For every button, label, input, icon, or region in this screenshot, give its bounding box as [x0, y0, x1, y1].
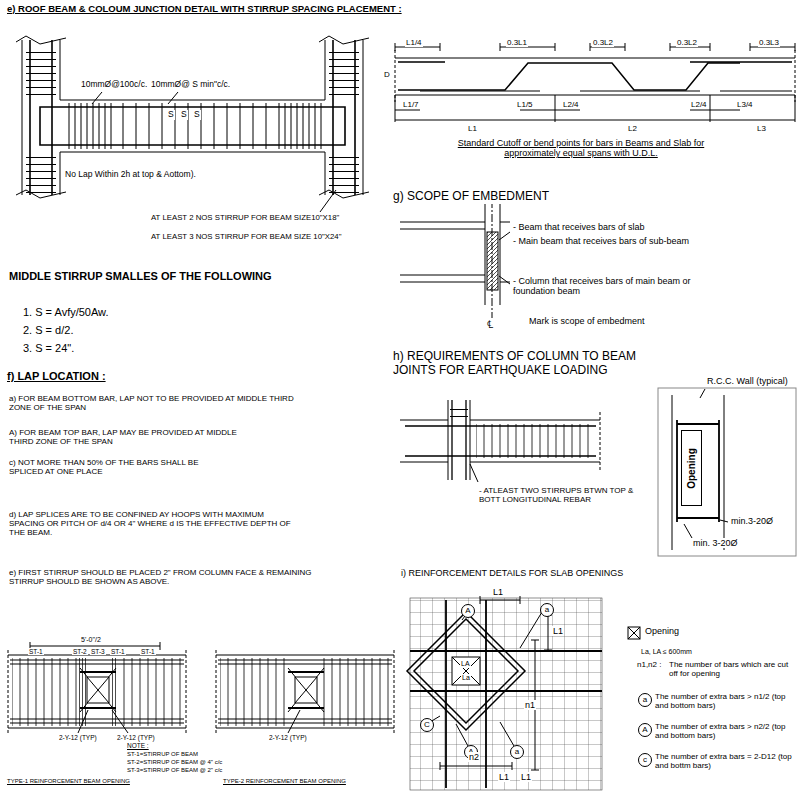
callout-letter: c — [638, 753, 652, 767]
opening-box: Opening — [681, 430, 702, 506]
note-text: e) FIRST STIRRUP SHOULD BE PLACED 2" FRO… — [8, 568, 320, 586]
note-text: - Column that receives bars of main beam… — [512, 276, 694, 297]
note-text: L1 — [520, 772, 532, 782]
note-text: L1 — [492, 587, 504, 597]
section-heading: f) LAP LOCATION : — [6, 370, 107, 383]
note-text: Mark is scope of embedment — [528, 316, 646, 326]
note-text: ℄ — [486, 318, 494, 331]
note-text: Standard Cutoff or bend points for bars … — [435, 138, 727, 159]
note-text: TYPE-2 REINFORCEMENT BEAM OPENING — [222, 778, 347, 785]
note-text: The number of extra bars = 2-D12 (top an… — [654, 752, 796, 770]
note-text: ST-2 — [72, 648, 88, 655]
note-text: L1 — [552, 626, 564, 636]
note-text: ST-2=STIRRUP OF BEAM @ 4" c/c — [126, 759, 223, 766]
note-text: ST-3=STIRRUP OF BEAM @ 2" c/c — [126, 767, 223, 774]
note-text: n2 — [468, 752, 480, 762]
note-text: TYPE-1 REINFORCEMENT BEAM OPENING — [6, 778, 131, 785]
callout-letter: A — [638, 723, 652, 737]
note-text: D — [383, 70, 391, 79]
note-text: L3/4 — [736, 100, 754, 109]
note-text: 0.3L1 — [506, 38, 528, 47]
callout-letter: a — [540, 603, 554, 617]
note-text: S — [193, 110, 201, 120]
note-text: d) LAP SPLICES ARE TO BE CONFINED AY HOO… — [8, 510, 300, 538]
note-text: L1/5 — [516, 100, 534, 109]
note-text: a) FOR BEAM BOTTOM BAR, LAP NOT TO BE PR… — [8, 394, 300, 412]
note-text: A) FOR BEAM TOP BAR, LAP MAY BE PROVIDED… — [8, 428, 240, 446]
note-text: g) SCOPE OF EMBEDMENT — [392, 190, 550, 204]
opening-text: Opening — [686, 448, 697, 489]
note-text: 0.3L3 — [758, 38, 780, 47]
note-text: L3 — [756, 124, 767, 133]
note-text: S — [180, 110, 188, 120]
note-text: R.C.C. Wall (typical) — [706, 376, 789, 386]
callout-letter: A — [461, 604, 475, 618]
note-text: L2/4 — [562, 100, 580, 109]
note-text: n1,n2 : — [636, 660, 662, 669]
note-text: 10mmØ@100c/c. — [80, 80, 148, 90]
note-text: The number of extra bars > n1/2 (top and… — [654, 692, 796, 710]
note-text: L1/4 — [405, 38, 423, 47]
note-text: ST-1 — [110, 648, 126, 655]
note-text: - Main beam that receives bars of sub-be… — [512, 236, 699, 246]
note-text: - Beam that receives bars of slab — [512, 222, 646, 232]
note-text: NOTE : — [126, 742, 150, 749]
note-text: ST-1 — [140, 648, 156, 655]
note-text: LA — [460, 660, 471, 668]
note-text: La — [461, 674, 471, 682]
note-text: L1 — [498, 772, 510, 782]
note-text: 2-Y-12 (TYP) — [268, 734, 308, 741]
note-text: 10mmØ@ S min"c/c. — [150, 80, 231, 90]
note-text: La, LA ≤ 600mm — [640, 648, 693, 656]
note-text: The number of bars which are cut off for… — [668, 660, 798, 678]
note-text: L2/4 — [690, 100, 708, 109]
note-text: n1 — [524, 700, 536, 710]
section-heading: MIDDLE STIRRUP SMALLES OF THE FOLLOWING — [8, 270, 273, 283]
note-text: L1/7 — [402, 100, 420, 109]
legend-text: Opening — [645, 626, 679, 636]
note-text: ST-3 — [90, 648, 106, 655]
note-text: c) NOT MORE THAN 50% OF THE BARS SHALL B… — [8, 458, 230, 476]
section-heading: e) ROOF BEAM & COLOUM JUNCTION DETAIL WI… — [6, 4, 403, 15]
note-text: AT LEAST 2 NOS STIRRUP FOR BEAM SIZE10"X… — [150, 214, 340, 223]
note-text: h) REQUIREMENTS OF COLUMN TO BEAM JOINTS… — [392, 350, 664, 378]
note-text: min.3-20Ø — [730, 516, 774, 526]
note-text: - ATLEAST TWO STIRRUPS BTWN TOP & BOTT L… — [478, 486, 640, 504]
note-text: 1. S = Avfy/50Aw. — [22, 306, 110, 319]
note-text: No Lap Within 2h at top & Aottom). — [64, 170, 197, 180]
note-text: 3. S = 24". — [22, 342, 75, 355]
note-text: S — [167, 110, 175, 120]
note-text: 5'-0"/2 — [80, 636, 102, 644]
note-text: 2-Y-12 (TYP) — [58, 734, 98, 741]
note-text: i) REINFORCEMENT DETAILS FOR SLAB OPENIN… — [400, 568, 624, 578]
note-text: AT LEAST 3 NOS STIRRUP FOR BEAM SIZE 10"… — [150, 233, 342, 242]
callout-letter: C — [420, 718, 434, 732]
note-text: 2. S = d/2. — [22, 324, 74, 337]
callout-letter: a — [510, 745, 524, 759]
note-text: 2-Y-12 (TYP) — [116, 734, 156, 741]
note-text: L1 — [467, 124, 478, 133]
note-text: 0.3L2 — [592, 38, 614, 47]
note-text: ST-1 — [28, 648, 44, 655]
note-text: L2 — [627, 124, 638, 133]
note-text: 0.3L2 — [676, 38, 698, 47]
callout-letter: a — [638, 693, 652, 707]
note-text: min. 3-20Ø — [692, 538, 739, 548]
note-text: ST-1=STIRRUP OF BEAM — [126, 751, 199, 758]
note-text: The number of extra bars > n2/2 (top and… — [654, 722, 796, 740]
